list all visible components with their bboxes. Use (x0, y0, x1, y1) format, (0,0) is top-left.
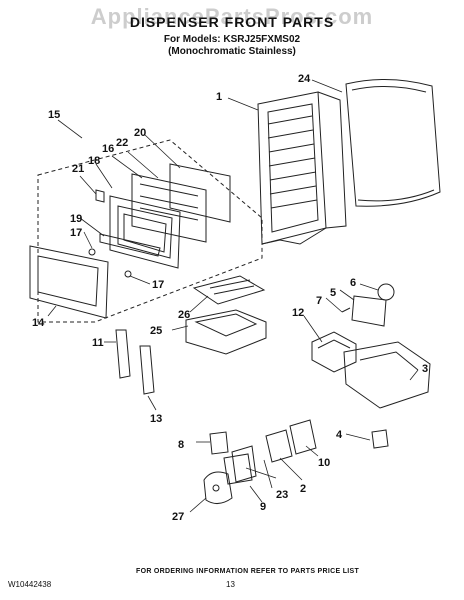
part-front-bezel (29, 245, 109, 319)
callout-18: 18 (88, 155, 100, 167)
diagram-title: DISPENSER FRONT PARTS (129, 14, 335, 30)
part-curved-panel (345, 79, 441, 207)
callout-15: 15 (48, 109, 60, 121)
part-bar-right (139, 345, 155, 395)
callout-6: 6 (350, 277, 356, 289)
part-small-23 (231, 445, 257, 483)
part-display-frame (109, 195, 181, 269)
part-bar-left (115, 329, 131, 379)
callout-4: 4 (336, 429, 343, 441)
callout-8: 8 (178, 439, 184, 451)
part-housing (257, 91, 347, 245)
callout-25: 25 (150, 325, 162, 337)
callout-3: 3 (422, 363, 428, 375)
callout-14: 14 (32, 317, 45, 329)
part-drip-tray (185, 309, 267, 355)
document-id: W10442438 (8, 580, 52, 589)
callout-27: 27 (172, 511, 184, 523)
models-line: For Models: KSRJ25FXMS02 (163, 34, 301, 45)
callout-9: 9 (260, 501, 266, 513)
callout-22: 22 (116, 137, 128, 149)
part-small-8 (209, 431, 229, 455)
part-bracket (311, 331, 357, 373)
callout-24: 24 (298, 73, 311, 85)
part-pin (341, 307, 351, 313)
part-actuator (351, 295, 387, 327)
part-base-housing (343, 341, 431, 409)
part-button-strip (99, 233, 161, 257)
watermark: AppliancePartsPros.com (90, 4, 374, 29)
callout-5: 5 (330, 287, 336, 299)
callout-17-upper: 17 (70, 227, 82, 239)
part-small-10 (289, 419, 317, 455)
callout-11: 11 (92, 337, 104, 349)
callout-26: 26 (178, 309, 190, 321)
callout-20: 20 (134, 127, 146, 139)
part-control-board (131, 163, 231, 243)
callout-17-lower: 17 (152, 279, 164, 291)
callout-7: 7 (316, 295, 322, 307)
callout-12: 12 (292, 307, 304, 319)
part-small-2 (265, 429, 293, 463)
part-screw-upper (88, 248, 96, 256)
page-number: 13 (226, 580, 235, 589)
callout-23: 23 (276, 489, 288, 501)
callout-13: 13 (150, 413, 162, 425)
ordering-note: FOR ORDERING INFORMATION REFER TO PARTS … (136, 568, 360, 575)
callout-1: 1 (216, 91, 222, 103)
subassembly-frame (37, 139, 263, 323)
part-clip (95, 189, 105, 203)
callout-21: 21 (72, 163, 84, 175)
variant-line: (Monochromatic Stainless) (168, 46, 296, 57)
part-motor (377, 283, 395, 301)
callout-16: 16 (102, 143, 114, 155)
callout-2: 2 (300, 483, 306, 495)
part-screw-lower (124, 270, 132, 278)
part-paddle (203, 471, 233, 504)
part-valve (371, 429, 389, 449)
leader-lines (47, 79, 419, 513)
callout-10: 10 (318, 457, 330, 469)
part-small-9 (223, 453, 253, 485)
callout-19: 19 (70, 213, 82, 225)
part-grille (192, 275, 266, 305)
